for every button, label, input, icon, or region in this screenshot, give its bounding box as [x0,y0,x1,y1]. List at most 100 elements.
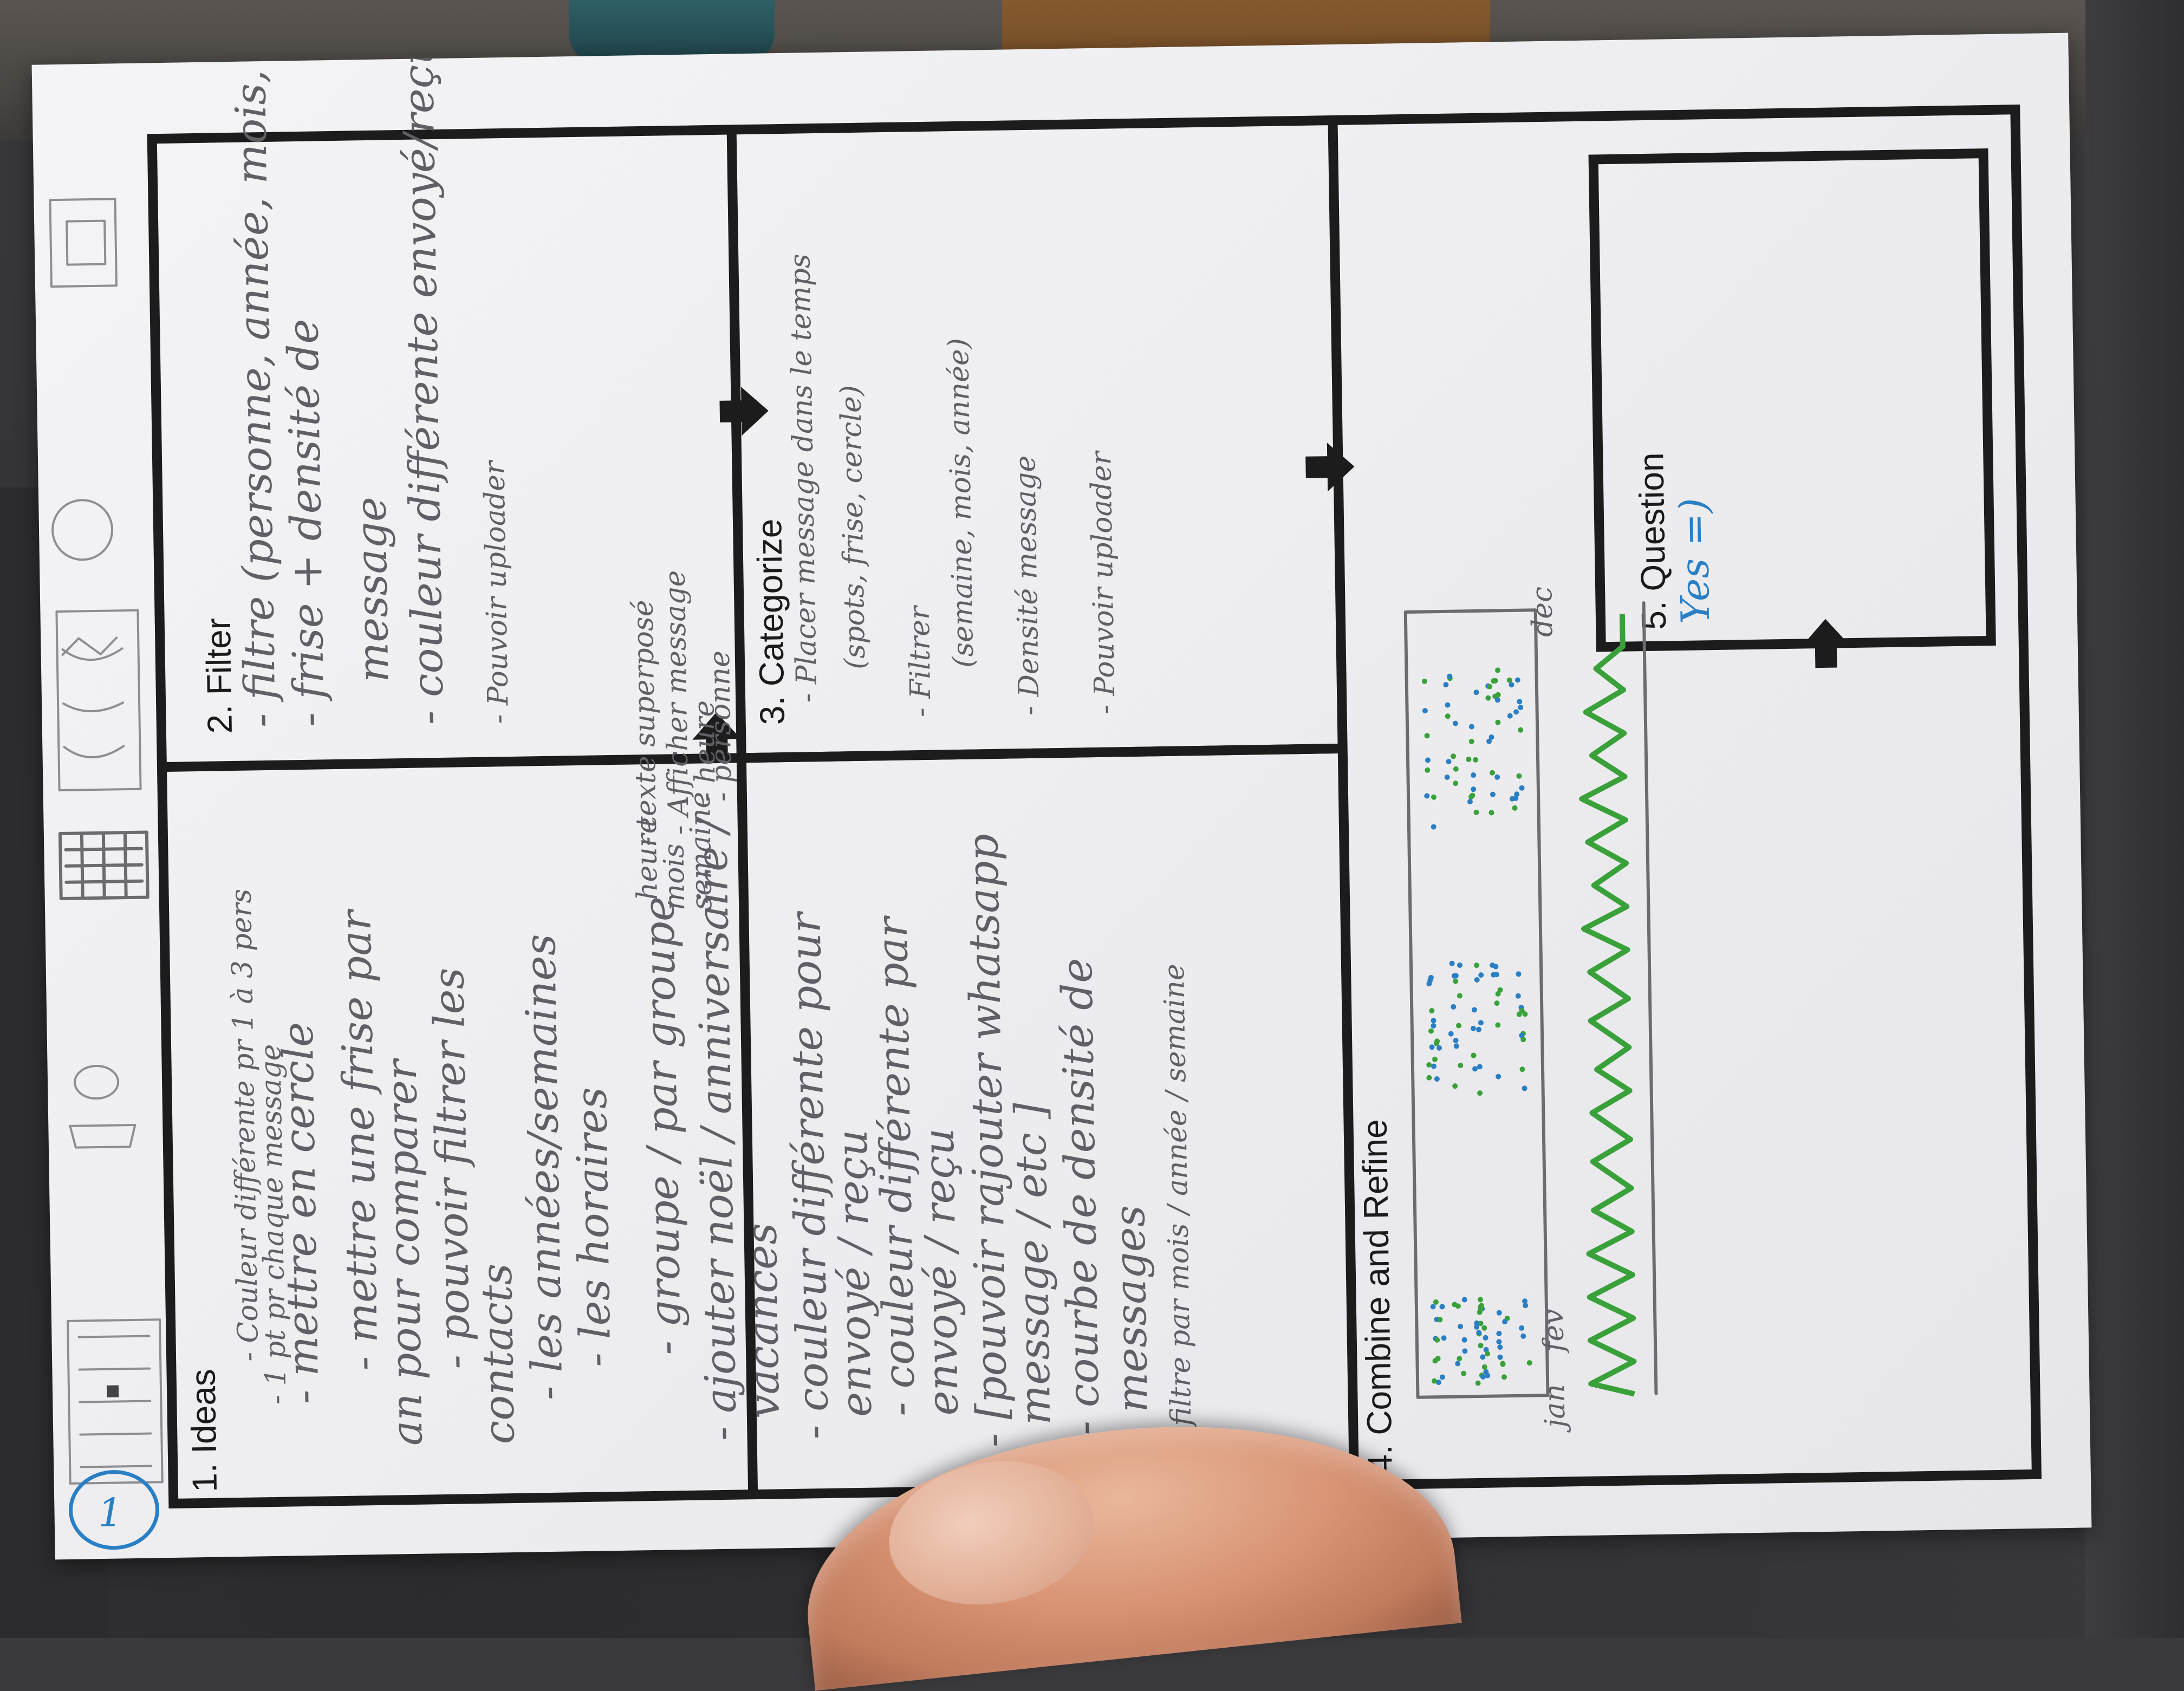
message-dot [1431,1018,1436,1024]
message-dot [1451,753,1457,759]
message-dot [1452,1302,1458,1308]
ideas-note-20: messages [1106,1205,1158,1413]
ideas-side-3: semaine [684,791,718,910]
message-dot [1443,682,1449,688]
ideas-side-5: - Afficher message [659,570,696,835]
message-dot [1518,727,1524,733]
message-dot [1461,1297,1467,1303]
message-dot [1455,1361,1461,1367]
ideas-note-5: an pour comparer [377,1057,432,1446]
ideas-side-notes: heure mois semaine - texte superposé - A… [627,570,738,911]
pencil-doodles [49,198,164,1485]
message-dot [1497,987,1503,993]
ideas-note-9: - les horaires [567,1087,620,1368]
message-dot [1446,759,1452,765]
message-dot [1519,785,1525,791]
message-dot [1516,1011,1522,1017]
message-dot [1518,705,1524,711]
message-dot [1523,1303,1529,1309]
message-dot [1481,1325,1487,1331]
message-dot [1473,962,1479,968]
message-dot [1495,667,1501,673]
message-dot [1509,682,1514,688]
message-dot [1425,767,1431,773]
ideas-side-7: - personne [704,651,738,802]
message-dot [1480,1374,1486,1380]
question-answer: Yes =) [1671,498,1719,624]
message-dot [1501,1374,1507,1380]
message-dot [1478,1020,1484,1026]
curve-axis [1642,601,1658,1395]
message-dot [1432,1378,1438,1384]
message-dot [1526,1360,1532,1366]
ideas-note-18: message / etc ] [1006,1102,1060,1426]
message-dot [1470,1025,1476,1031]
message-dot [1472,1066,1478,1072]
message-dot [1486,738,1492,744]
message-dot [1431,794,1437,800]
page-number-badge: 1 [68,1470,159,1550]
message-dot [1451,973,1457,979]
message-dot [1466,756,1472,762]
ideas-note-2: - 1 pt pr chaque message [255,1044,292,1404]
combine-sketch: jan fev dec [1403,586,1658,1434]
worksheet-paper: 1 1. Ideas 2. Filte [31,32,2092,1560]
ideas-note-6: - pouvoir filtrer les [425,967,480,1370]
message-dot [1434,1337,1440,1343]
section-labels: 1. Ideas 2. Filter 3. Categorize 4. Comb… [183,452,1673,1493]
message-dots [1421,667,1532,1386]
message-dot [1445,702,1451,708]
message-dot [1495,1022,1501,1028]
message-dot [1497,1354,1503,1360]
message-dot [1422,708,1428,714]
filter-note-3: message [347,496,398,682]
message-dot [1494,774,1500,780]
message-dot [1471,1052,1477,1058]
axis-start: jan [1538,1384,1571,1434]
message-dot [1441,1335,1447,1341]
message-dot [1436,1045,1442,1051]
message-dot [1507,713,1513,719]
message-dot [1490,791,1496,797]
axis-end: dec [1526,586,1559,637]
ideas-note-17: - [pouvoir rajouter whatsapp [959,834,1017,1448]
message-dot [1458,1323,1464,1329]
message-dot [1453,978,1459,984]
message-dot [1421,678,1427,684]
message-dot [1473,1324,1479,1330]
message-dot [1488,734,1494,740]
message-dot [1495,719,1501,725]
message-dot [1496,1339,1502,1345]
density-curve [1579,614,1637,1397]
message-dot [1452,720,1458,726]
message-dot [1471,1007,1477,1013]
ideas-side-2: mois [658,843,691,911]
message-dot [1424,793,1430,799]
message-dot [1474,1320,1480,1326]
message-dot [1520,1333,1526,1339]
message-dot [1520,1037,1526,1043]
ideas-note-13: - couleur différente pour [781,910,838,1440]
categorize-note-3: - Filtrer [903,604,937,718]
message-dot [1431,1023,1436,1029]
timeline-strip [1403,608,1550,1399]
message-dot [1453,1038,1459,1044]
message-dot [1497,1344,1503,1350]
ideas-note-4: - mettre une frise par [332,908,387,1371]
message-dot [1434,1076,1440,1082]
message-dot [1437,1317,1443,1323]
message-dot [1476,1026,1482,1032]
ideas-note-15: - couleur différente par [868,914,925,1416]
message-dot [1456,1023,1462,1029]
message-dot [1444,775,1450,781]
categorize-note-5: - Densité message [1009,455,1046,716]
message-dot [1473,757,1479,763]
ideas-note-11: - ajouter noël / anniversaire / [687,815,746,1441]
message-dot [1485,1351,1491,1357]
ideas-note-21: - filtre par mois / année / semaine [1158,964,1198,1445]
message-dot [1490,770,1496,776]
message-dot [1491,972,1497,978]
message-dot [1473,809,1479,815]
message-dot [1516,971,1522,977]
message-dot [1519,1066,1525,1072]
